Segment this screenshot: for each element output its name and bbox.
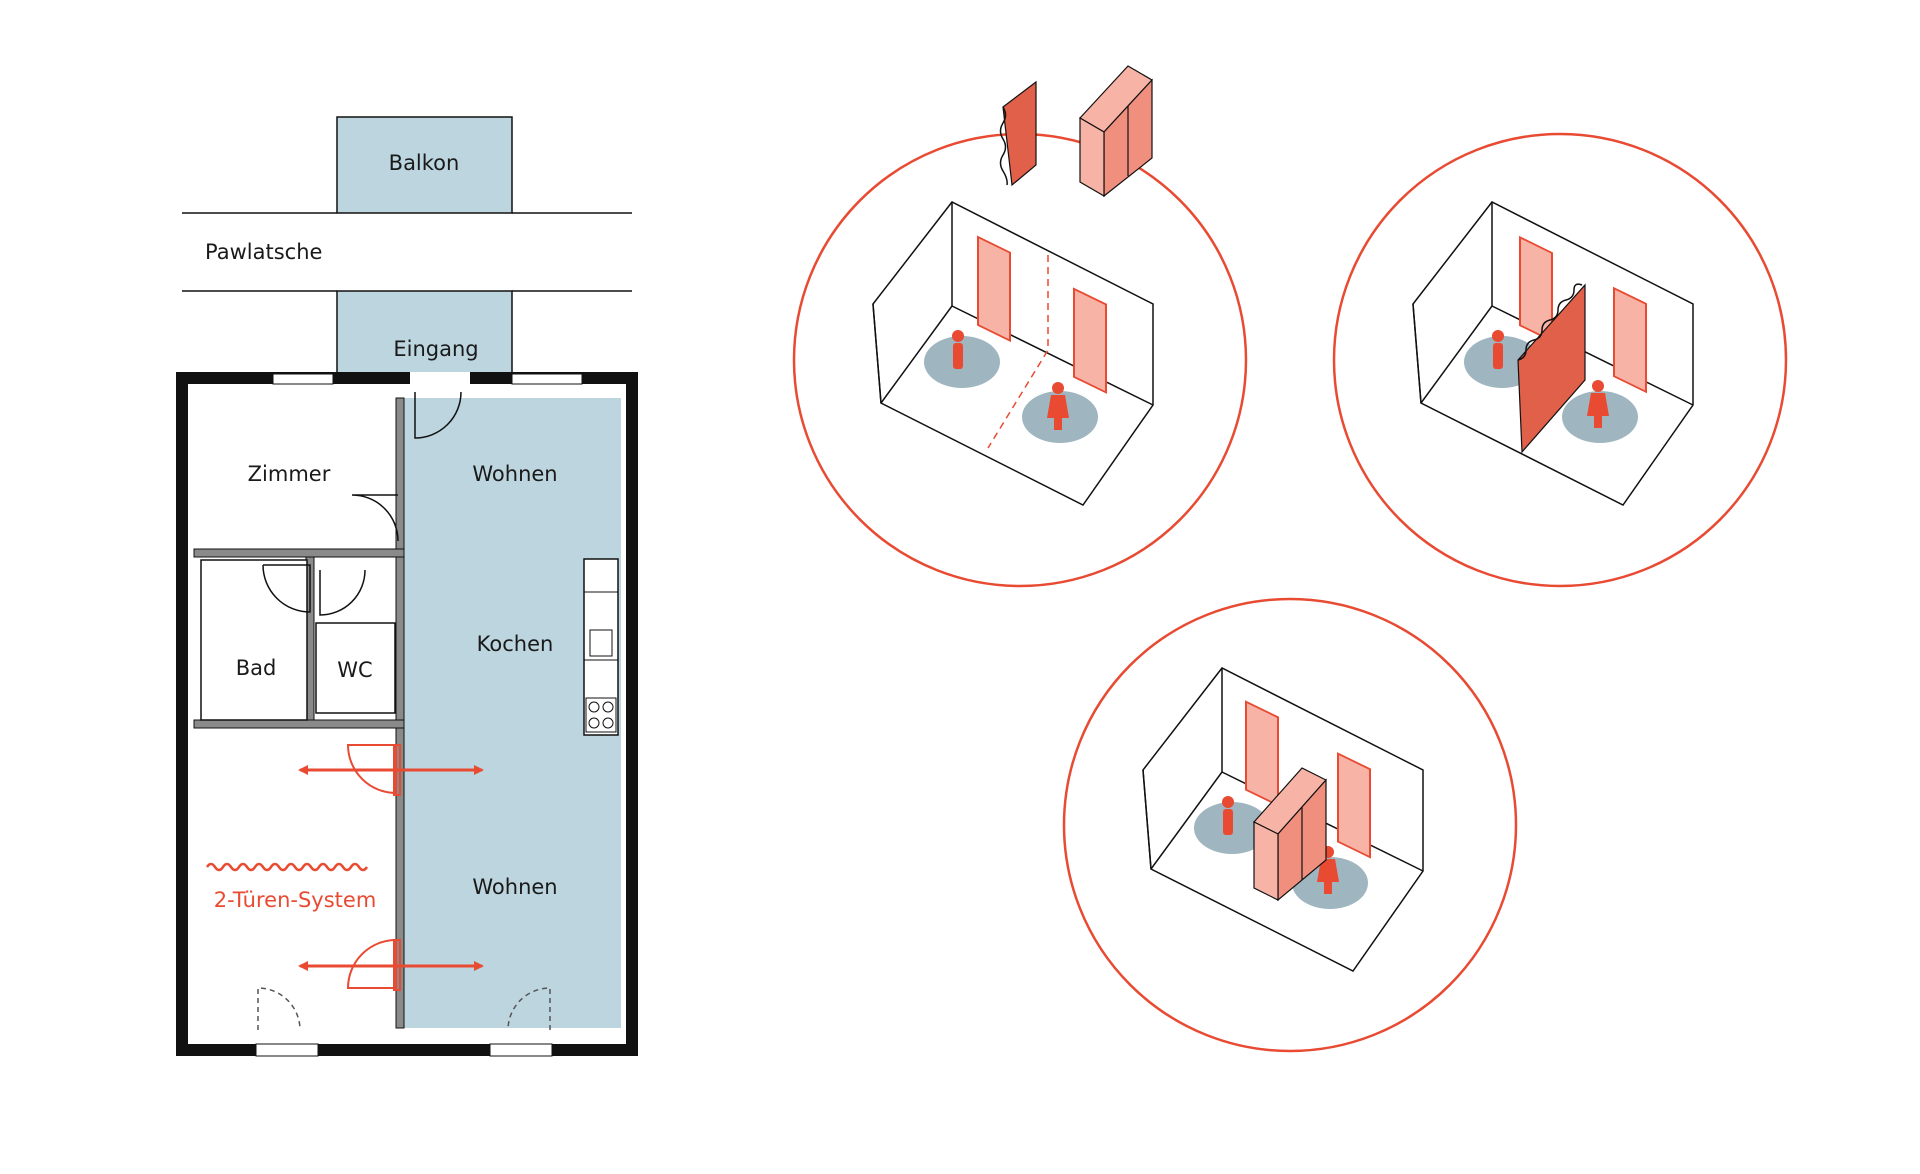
illustration-open-space xyxy=(792,65,1248,588)
sink-icon xyxy=(589,629,613,657)
window-zimmer xyxy=(272,373,334,385)
wavy-line xyxy=(205,862,369,872)
system-door-top xyxy=(346,744,397,795)
person-icon xyxy=(952,330,964,369)
bad-box xyxy=(200,559,308,721)
curtain-icon xyxy=(999,80,1037,187)
illustration-curtain-divider xyxy=(1332,132,1788,588)
inner-wall-vertical xyxy=(395,397,405,1029)
label-pawlatsche: Pawlatsche xyxy=(205,240,322,264)
person-icon xyxy=(1222,796,1234,835)
curtain-icon xyxy=(1517,283,1586,454)
door-entrance xyxy=(414,391,462,439)
system-door-bottom xyxy=(346,938,397,989)
person-icon xyxy=(1047,382,1069,430)
door-panel-2b xyxy=(1613,286,1647,394)
stove-icon xyxy=(585,697,617,733)
label-balkon: Balkon xyxy=(389,151,460,175)
door-bad xyxy=(262,564,311,613)
door-panel-3b xyxy=(1337,752,1371,859)
door-wc xyxy=(319,569,366,616)
person-icon xyxy=(1492,330,1504,369)
zimmer-wall-bottom xyxy=(193,548,405,558)
window-bottom-left xyxy=(255,1043,319,1057)
bad-wall-bottom xyxy=(193,719,405,729)
wardrobe-icon xyxy=(1253,767,1327,902)
label-wc: WC xyxy=(337,658,372,682)
label-bad: Bad xyxy=(236,656,277,680)
label-system: 2-Türen-System xyxy=(214,888,377,912)
door-panel-1b xyxy=(1073,287,1107,394)
door-panel-2a xyxy=(1519,235,1553,343)
floor-plan: Balkon Pawlatsche Eingang Zimmer Wohnen … xyxy=(176,116,638,1057)
door-bottom-left xyxy=(257,987,301,1031)
label-zimmer: Zimmer xyxy=(248,462,331,486)
label-wohnen-top: Wohnen xyxy=(472,462,557,486)
person-icon xyxy=(1587,380,1609,428)
divider-dashed-1 xyxy=(987,255,1049,449)
door-panel-3a xyxy=(1245,700,1279,807)
eingang-area xyxy=(336,290,513,379)
wc-box xyxy=(315,622,396,714)
door-zimmer xyxy=(351,494,399,542)
entrance-gap xyxy=(410,372,470,386)
label-eingang: Eingang xyxy=(393,337,478,361)
balkon-area xyxy=(336,116,513,214)
door-bottom-right xyxy=(507,987,551,1031)
window-wohnen-top xyxy=(511,373,583,385)
label-wohnen-bottom: Wohnen xyxy=(472,875,557,899)
window-bottom-right xyxy=(489,1043,553,1057)
label-kochen: Kochen xyxy=(477,632,554,656)
wardrobe-icon xyxy=(1079,65,1153,198)
door-panel-1a xyxy=(977,235,1011,343)
illustration-wardrobe-divider xyxy=(1062,597,1518,1053)
